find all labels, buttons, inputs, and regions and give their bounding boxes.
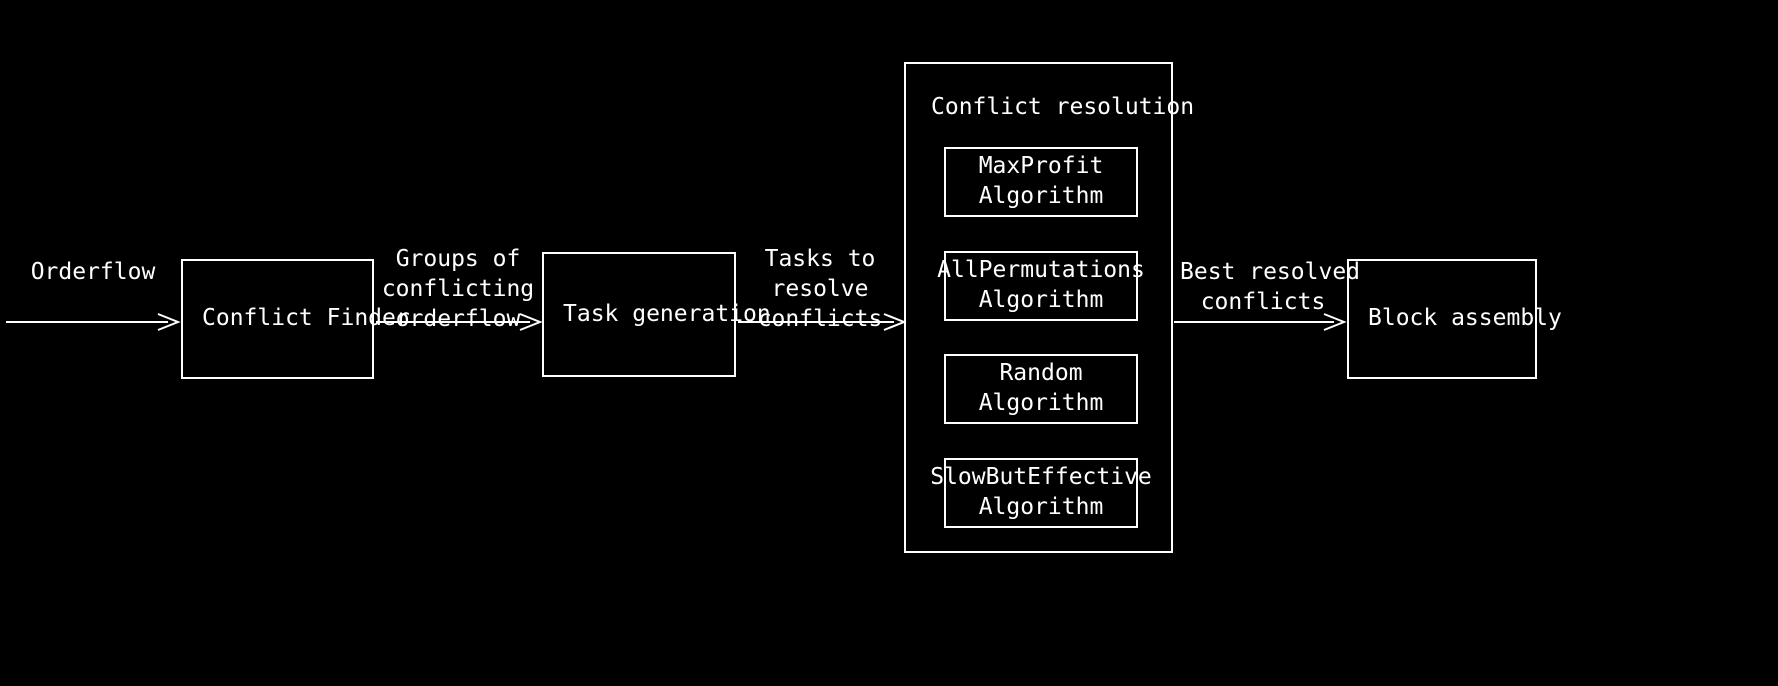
card-algorithm-maxprofit-label: MaxProfit Algorithm xyxy=(978,153,1104,209)
card-algorithm-maxprofit[interactable]: MaxProfit Algorithm xyxy=(944,147,1138,217)
panel-conflict-resolution-title: Conflict resolution xyxy=(931,94,1195,120)
arrow-task-generation-to-conflict-resolution xyxy=(738,313,907,331)
card-algorithm-allpermutations[interactable]: AllPermutations Algorithm xyxy=(937,251,1145,321)
edge-label-groups-of-conflicting-orderflow: Groups of conflicting orderflow xyxy=(381,246,535,332)
node-conflict-finder-label: Conflict Finder xyxy=(202,305,410,332)
card-algorithm-random-label: Random Algorithm xyxy=(978,360,1104,416)
node-task-generation-label: Task generation xyxy=(563,300,771,327)
card-algorithm-slowbuteffective[interactable]: SlowButEffective Algorithm xyxy=(930,458,1152,528)
card-algorithm-allpermutations-label: AllPermutations Algorithm xyxy=(937,257,1145,313)
edge-label-orderflow: Orderflow xyxy=(30,259,156,285)
edge-label-tasks-to-resolve-conflicts: Tasks to resolve conflicts xyxy=(757,246,883,332)
arrow-conflict-resolution-to-block-assembly xyxy=(1174,313,1347,331)
card-algorithm-slowbuteffective-label: SlowButEffective Algorithm xyxy=(930,464,1152,520)
node-block-assembly-label: Block assembly xyxy=(1368,305,1562,332)
arrow-orderflow-to-conflict-finder xyxy=(6,313,181,331)
card-algorithm-random[interactable]: Random Algorithm xyxy=(944,354,1138,424)
edge-label-best-resolved-conflicts: Best resolved conflicts xyxy=(1180,259,1361,315)
panel-conflict-resolution[interactable]: Conflict resolution MaxProfit Algorithm … xyxy=(904,62,1194,553)
node-block-assembly[interactable]: Block assembly xyxy=(1347,259,1562,379)
arrow-conflict-finder-to-task-generation xyxy=(376,313,543,331)
node-conflict-finder[interactable]: Conflict Finder xyxy=(181,259,410,379)
node-task-generation[interactable]: Task generation xyxy=(542,252,771,377)
